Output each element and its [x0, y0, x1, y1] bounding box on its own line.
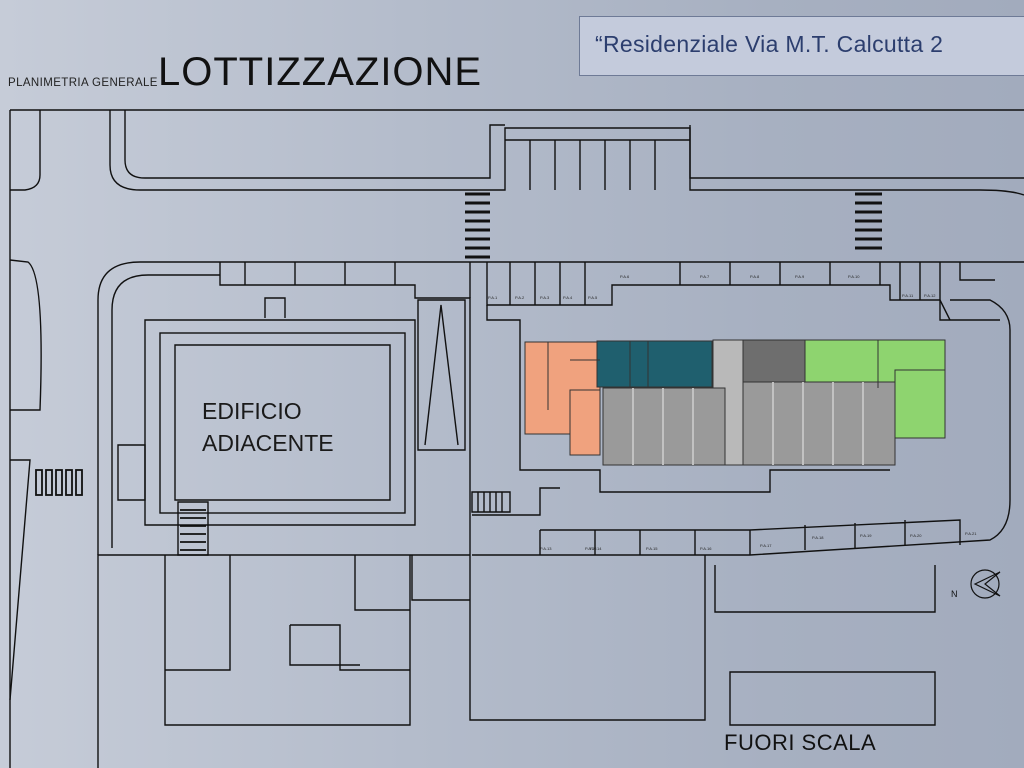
north-label: N [951, 589, 958, 599]
main-road [97, 261, 1024, 555]
core-dark [742, 339, 806, 383]
scale-note: FUORI SCALA [724, 730, 877, 755]
stairs [180, 509, 206, 551]
parking-tag: P.A.4 [563, 295, 573, 300]
adjacent-building-label: EDIFICIO ADIACENTE [202, 398, 334, 456]
parking-tag: P.A.8 [750, 274, 760, 279]
parking-tag: P.A.13 [540, 546, 552, 551]
ramp [417, 299, 466, 451]
left-road [9, 110, 42, 701]
residential-building [524, 339, 946, 466]
parking-tag: P.A.7 [700, 274, 710, 279]
parking-tag: P.A.11 [902, 293, 914, 298]
bike-rack [35, 469, 83, 496]
parking-tag: P.A.3 [540, 295, 550, 300]
parking-lower-row [539, 519, 961, 555]
parking-tag: P.A.12 [924, 293, 936, 298]
project-title: “Residenziale Via M.T. Calcutta 2 [595, 31, 944, 57]
parking-tag: P.A.21 [965, 531, 977, 536]
parking-tag: P.A.2 [515, 295, 525, 300]
parking-tag: P.A.5 [588, 295, 598, 300]
crosswalk-right [855, 192, 882, 250]
parking-tag: P.A.16 [700, 546, 712, 551]
parking-tag: P.A.17 [760, 543, 772, 548]
parking-tag: P.A.19 [860, 533, 872, 538]
adjacent-building-outline [159, 332, 406, 514]
parking-tag: P.A.20 [910, 533, 922, 538]
project-title-box [579, 16, 1024, 76]
crosswalk-left [465, 192, 490, 259]
unit-teal [596, 340, 713, 388]
plan-title: LOTTIZZAZIONE [158, 50, 483, 94]
parking-upper-row [244, 262, 921, 305]
top-road [109, 110, 1024, 196]
parking-tag: P.A.1 [488, 295, 498, 300]
compass [970, 569, 1001, 599]
parking-tag: P.A.6 [620, 274, 630, 279]
parking-tag: P.A.18 [812, 535, 824, 540]
parking-tag: P.A.22 [585, 546, 597, 551]
parking-tag: P.A.15 [646, 546, 658, 551]
plan-subtitle: PLANIMETRIA GENERALE [8, 77, 158, 89]
bottom-blocks [164, 555, 936, 726]
parking-top [505, 139, 690, 190]
parking-tag: P.A.14 [590, 546, 602, 551]
parking-tag: P.A.10 [848, 274, 860, 279]
parking-tag: P.A.9 [795, 274, 805, 279]
